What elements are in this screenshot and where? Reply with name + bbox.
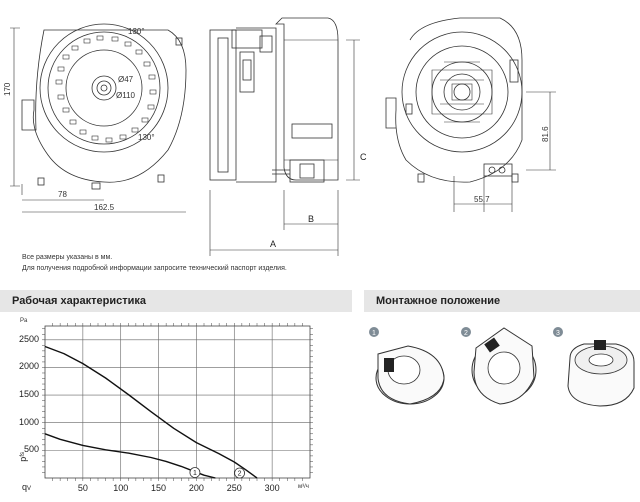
note-line-1: Все размеры указаны в мм. bbox=[22, 254, 113, 261]
x-unit-label: м³/ч bbox=[298, 484, 309, 490]
x-tick-label: 150 bbox=[151, 483, 167, 493]
x-tick-label: 250 bbox=[226, 483, 242, 493]
dimension-notes: Все размеры указаны в мм. Для получения … bbox=[22, 252, 287, 274]
dim-a-label: A bbox=[270, 239, 276, 249]
dim-c-label: C bbox=[360, 152, 367, 162]
plot-frame bbox=[44, 325, 311, 479]
mounting-positions: 1 2 3 bbox=[369, 327, 635, 407]
dim-55-7-label: 55.7 bbox=[474, 195, 490, 204]
y-unit-label: Pa bbox=[20, 318, 28, 324]
x-tick-label: 300 bbox=[264, 483, 280, 493]
curve-marker-1: 1 bbox=[189, 467, 201, 478]
position-2-number: 2 bbox=[464, 330, 468, 337]
dia-outer-label: Ø110 bbox=[116, 91, 136, 100]
technical-drawings: 170 78 162.5 130° 130° Ø47 Ø110 A B C 81… bbox=[3, 17, 556, 256]
front-view-drawing bbox=[10, 23, 187, 213]
curve-marker-2: 2 bbox=[234, 467, 245, 479]
angle-top-label: 130° bbox=[128, 27, 145, 36]
curve-marker-circle bbox=[234, 467, 245, 479]
curve-marker-label: 2 bbox=[238, 471, 242, 478]
rear-view-drawing bbox=[385, 17, 556, 212]
side-view-drawing bbox=[209, 17, 360, 256]
dim-b-label: B bbox=[308, 214, 314, 224]
x-tick-label: 200 bbox=[188, 483, 204, 493]
performance-section-header: Рабочая характеристика bbox=[0, 290, 352, 312]
y-tick-label: 2000 bbox=[18, 361, 39, 372]
x-tick-label: 50 bbox=[77, 483, 88, 493]
angle-bottom-label: 130° bbox=[138, 133, 155, 142]
mounting-position-1: 1 bbox=[369, 327, 445, 405]
position-3-number: 3 bbox=[556, 330, 560, 337]
dim-width-label: 162.5 bbox=[94, 203, 115, 212]
mounting-section-header: Монтажное положение bbox=[364, 290, 640, 312]
mounting-title: Монтажное положение bbox=[376, 295, 501, 307]
performance-title: Рабочая характеристика bbox=[12, 295, 146, 307]
curve-marker-label: 1 bbox=[193, 470, 197, 477]
y-tick-label: 1000 bbox=[18, 416, 39, 427]
dia-inner-label: Ø47 bbox=[118, 75, 134, 84]
mounting-position-2: 2 bbox=[461, 327, 537, 405]
y-tick-label: 1500 bbox=[18, 389, 39, 400]
dim-height-label: 170 bbox=[3, 82, 12, 96]
x-axis-symbol: qV bbox=[22, 482, 32, 492]
y-tick-label: 500 bbox=[23, 444, 39, 455]
dim-78-label: 78 bbox=[58, 190, 67, 199]
mounting-position-3: 3 bbox=[553, 327, 635, 407]
series-line-2 bbox=[44, 345, 258, 479]
position-1-number: 1 bbox=[372, 330, 376, 337]
x-tick-label: 100 bbox=[113, 483, 129, 493]
y-tick-label: 2500 bbox=[18, 333, 39, 344]
curve-marker-circle bbox=[189, 467, 201, 478]
note-line-2: Для получения подробной информации запро… bbox=[22, 265, 287, 272]
dim-81-6-label: 81.6 bbox=[541, 126, 550, 142]
